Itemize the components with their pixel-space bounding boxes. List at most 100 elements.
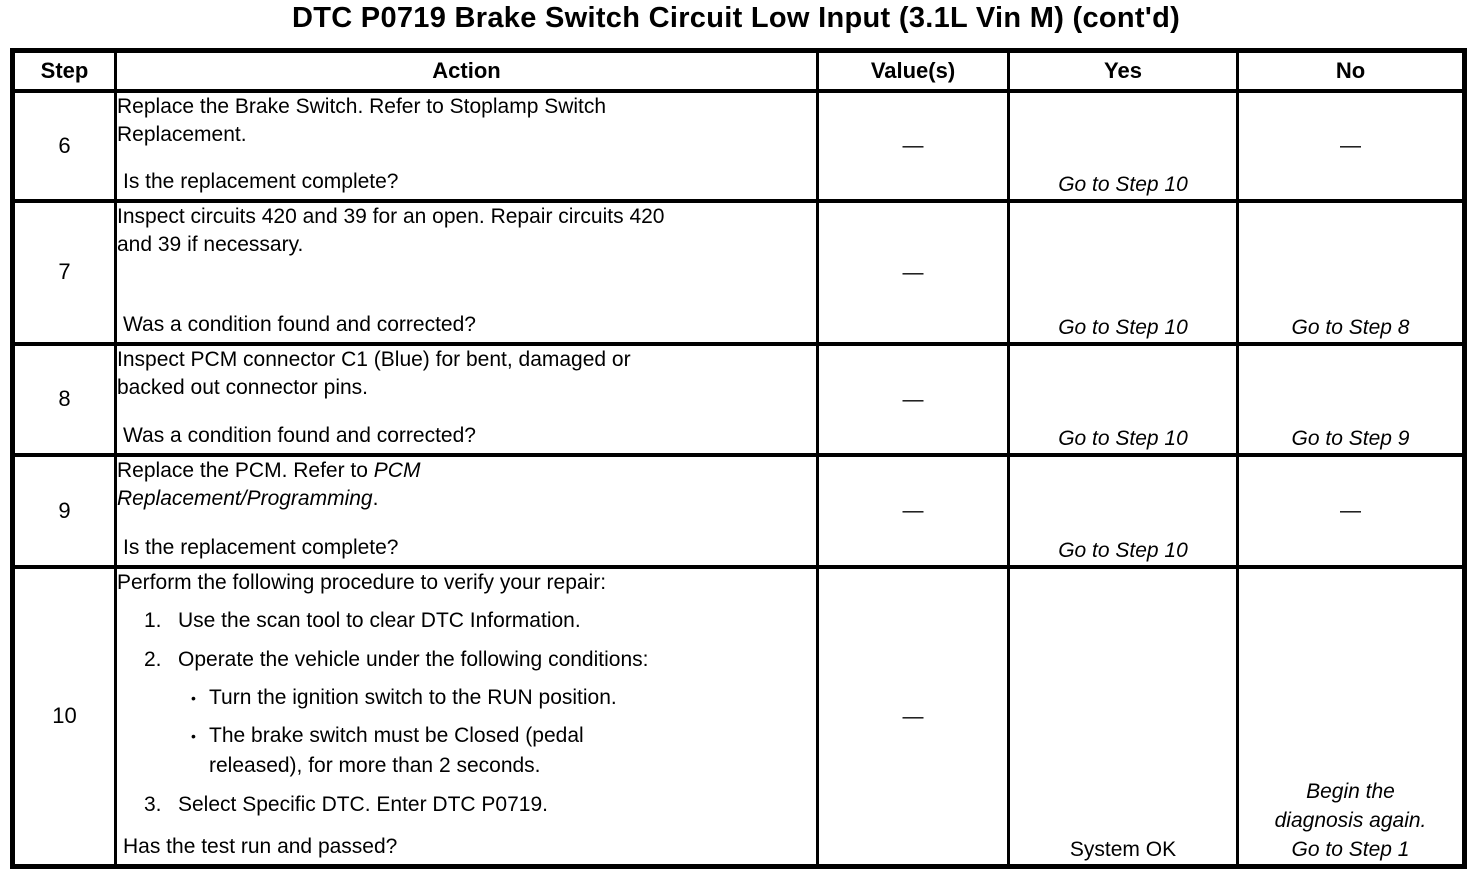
action-body: Inspect PCM connector C1 (Blue) for bent…: [117, 346, 816, 402]
text-segment: Replace the PCM. Refer to: [117, 458, 374, 482]
text-line: System OK: [1069, 838, 1177, 861]
page-title: DTC P0719 Brake Switch Circuit Low Input…: [291, 2, 1181, 34]
column-header-no: No: [1236, 48, 1466, 93]
column-header-yes: Yes: [1007, 48, 1239, 93]
action-cell: Perform the following procedure to verif…: [114, 564, 819, 869]
action-paragraph: Replace the Brake Switch. Refer to Stopl…: [117, 93, 816, 149]
action-cell: Replace the Brake Switch. Refer to Stopl…: [114, 88, 819, 203]
cell-text: System OK: [1010, 835, 1236, 864]
cell-text: Go to Step 8: [1239, 313, 1462, 342]
value-cell: —: [816, 452, 1010, 569]
text-segment: Replacement/Programming: [117, 486, 373, 510]
text-line: Operate the vehicle under the following …: [178, 645, 648, 675]
action-num-item: 3. Select Specific DTC. Enter DTC P0719.: [144, 790, 816, 820]
step-cell: 10: [11, 564, 117, 869]
value-cell: —: [816, 564, 1010, 869]
step-cell: 6: [11, 88, 117, 203]
text-line: backed out connector pins.: [117, 374, 816, 402]
cell-text: Go to Step 9: [1239, 424, 1462, 453]
text-segment: Select Specific DTC. Enter DTC P0719.: [178, 792, 548, 816]
text-line: Go to Step 10: [1058, 426, 1188, 450]
bullet-icon: •: [191, 727, 196, 744]
cell-text: Go to Step 10: [1010, 424, 1236, 453]
empty-dash: —: [902, 499, 924, 522]
action-body: Inspect circuits 420 and 39 for an open.…: [117, 203, 816, 259]
text-line: —: [1340, 499, 1361, 522]
text-segment: Use the scan tool to clear DTC Informati…: [178, 608, 581, 632]
action-bullet-item: • Turn the ignition switch to the RUN pos…: [191, 683, 816, 713]
text-line: Use the scan tool to clear DTC Informati…: [178, 606, 581, 636]
text-line: Go to Step 9: [1291, 426, 1410, 450]
text-line: Replacement.: [117, 121, 816, 149]
text-segment: Turn the ignition switch to the RUN posi…: [209, 685, 617, 709]
action-cell: Inspect PCM connector C1 (Blue) for bent…: [114, 341, 819, 457]
action-body: Perform the following procedure to verif…: [117, 569, 816, 820]
action-paragraph: Perform the following procedure to verif…: [117, 569, 816, 597]
action-num-item: 2.Operate the vehicle under the followin…: [144, 645, 816, 675]
no-cell: Go to Step 9: [1236, 341, 1466, 457]
text-line: released), for more than 2 seconds.: [209, 751, 584, 781]
text-line: Select Specific DTC. Enter DTC P0719.: [178, 790, 548, 820]
yes-cell: Go to Step 10: [1007, 452, 1239, 569]
action-text: Select Specific DTC. Enter DTC P0719.: [178, 790, 548, 820]
text-line: Perform the following procedure to verif…: [117, 569, 816, 597]
action-num-item: 1.Use the scan tool to clear DTC Informa…: [144, 606, 816, 636]
text-line: Replace the PCM. Refer to PCM: [117, 457, 816, 485]
action-text: Use the scan tool to clear DTC Informati…: [178, 606, 581, 636]
text-segment: Perform the following procedure to verif…: [117, 570, 607, 594]
text-line: —: [1340, 134, 1361, 157]
text-line: Replace the Brake Switch. Refer to Stopl…: [117, 93, 816, 121]
text-segment: The brake switch must be Closed (pedal: [209, 723, 584, 747]
action-question: Has the test run and passed?: [123, 835, 398, 858]
step-cell: 7: [11, 198, 117, 346]
text-segment: Replace the Brake Switch. Refer to Stopl…: [117, 94, 607, 118]
text-line: Turn the ignition switch to the RUN posi…: [209, 683, 617, 713]
text-line: Go to Step 10: [1058, 172, 1188, 196]
step-cell: 9: [11, 452, 117, 569]
text-segment: Inspect PCM connector C1 (Blue) for bent…: [117, 347, 631, 371]
text-line: diagnosis again.: [1274, 809, 1427, 832]
cell-text: Go to Step 10: [1010, 170, 1236, 199]
cell-text: Go to Step 10: [1010, 313, 1236, 342]
text-segment: Operate the vehicle under the following …: [178, 647, 649, 671]
text-segment: backed out connector pins.: [117, 375, 368, 399]
text-segment: PCM: [373, 458, 421, 482]
action-text: Replace the Brake Switch. Refer to Stopl…: [117, 93, 816, 149]
action-text: Operate the vehicle under the following …: [178, 645, 648, 675]
yes-cell: Go to Step 10: [1007, 198, 1239, 346]
empty-dash: —: [902, 387, 924, 411]
empty-dash: —: [1239, 496, 1462, 525]
action-question: Is the replacement complete?: [123, 169, 399, 193]
action-paragraph: Inspect PCM connector C1 (Blue) for bent…: [117, 346, 816, 402]
column-header-action: Action: [114, 48, 819, 93]
text-line: Go to Step 10: [1058, 538, 1188, 562]
text-segment: Inspect circuits 420 and 39 for an open.…: [117, 204, 665, 228]
no-cell: —: [1236, 88, 1466, 203]
step-cell: 8: [11, 341, 117, 457]
empty-dash: —: [1239, 131, 1462, 160]
text-line: Go to Step 8: [1291, 315, 1410, 339]
action-question: Is the replacement complete?: [123, 535, 399, 559]
bullet-icon: •: [191, 689, 196, 706]
text-line: Inspect circuits 420 and 39 for an open.…: [117, 203, 816, 231]
text-line: The brake switch must be Closed (pedal: [209, 721, 584, 751]
text-segment: released), for more than 2 seconds.: [209, 753, 541, 777]
action-question: Was a condition found and corrected?: [123, 423, 476, 447]
no-cell: Go to Step 8: [1236, 198, 1466, 346]
text-segment: and 39 if necessary.: [117, 232, 304, 256]
action-paragraph: Inspect circuits 420 and 39 for an open.…: [117, 203, 816, 259]
text-line: and 39 if necessary.: [117, 231, 816, 259]
text-line: Replacement/Programming.: [117, 485, 816, 513]
value-cell: —: [816, 341, 1010, 457]
list-number: 3.: [144, 792, 162, 816]
